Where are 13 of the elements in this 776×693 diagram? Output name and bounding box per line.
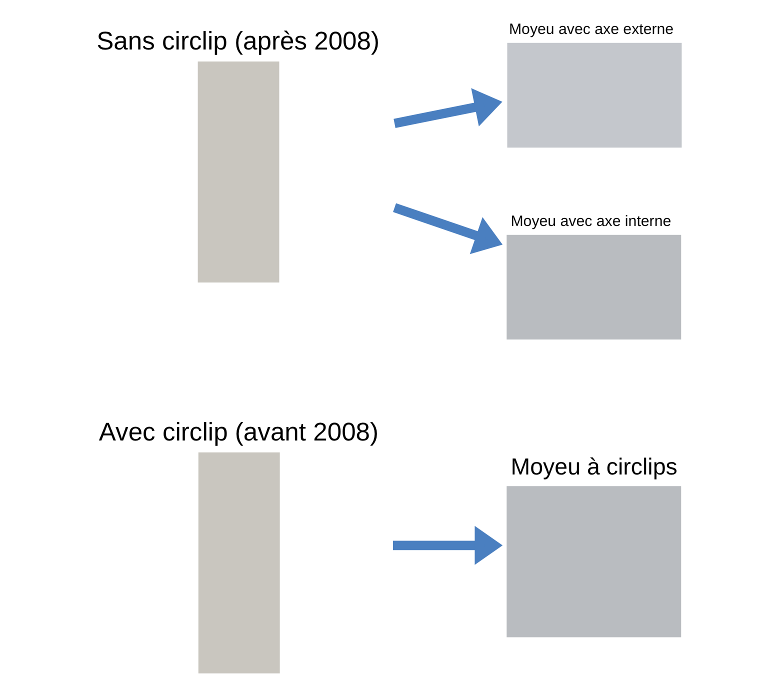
node-label: Moyeu avec axe interne: [510, 212, 672, 230]
node-box: [507, 42, 682, 148]
node-label: Avec circlip (avant 2008): [98, 418, 379, 446]
node-box: [506, 234, 682, 340]
node-label: Moyeu avec axe externe: [508, 21, 674, 38]
arrow: [393, 526, 503, 565]
arrow: [394, 88, 502, 128]
node-label: Moyeu à circlips: [510, 453, 678, 480]
node-box: [506, 486, 682, 638]
arrow: [393, 203, 503, 254]
node-label: Sans circlip (après 2008): [96, 27, 380, 56]
node-box: [198, 62, 280, 283]
node-box: [198, 452, 280, 674]
